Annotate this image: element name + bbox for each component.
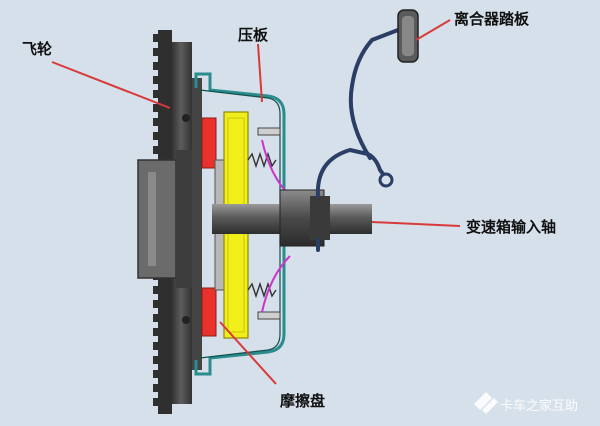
retaining-pins	[257, 127, 281, 320]
release-bearing	[279, 189, 330, 247]
leader-flywheel	[51, 61, 171, 109]
logo-icon	[474, 392, 498, 414]
label-gearbox-input-shaft: 变速箱输入轴	[466, 218, 556, 236]
leader-lines	[51, 19, 461, 385]
leader-input-shaft	[371, 221, 461, 227]
leader-pressure-plate	[257, 43, 263, 103]
watermark: 卡车之家互助	[474, 392, 578, 414]
label-friction-disc: 摩擦盘	[280, 392, 325, 410]
watermark-text: 卡车之家互助	[500, 398, 578, 414]
flywheel	[137, 42, 202, 404]
clutch-pedal	[348, 9, 419, 160]
release-fork	[315, 147, 394, 252]
label-flywheel: 飞轮	[22, 40, 52, 58]
springs	[247, 151, 277, 299]
label-clutch-pedal: 离合器踏板	[454, 10, 530, 28]
leader-clutch-pedal	[415, 19, 451, 41]
label-pressure-plate: 压板	[238, 26, 269, 44]
leader-friction-disc	[219, 321, 277, 385]
